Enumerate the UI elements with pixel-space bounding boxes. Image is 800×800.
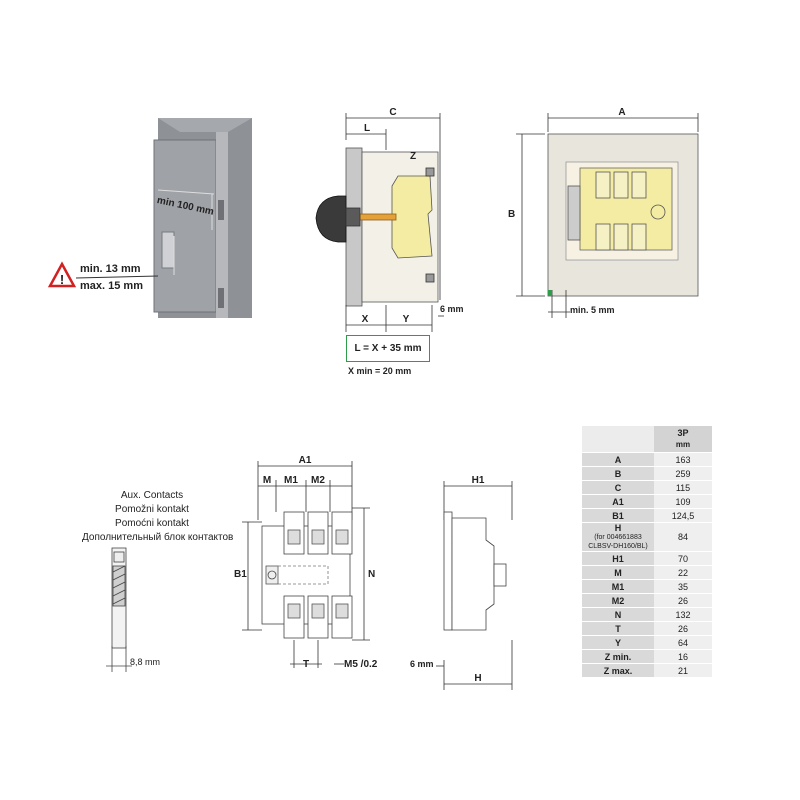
dim-t-label: T xyxy=(302,659,310,670)
green-marker xyxy=(548,290,552,296)
aux-line-2: Pomožni kontakt xyxy=(115,504,189,515)
thickness-min-label: min. 13 mm xyxy=(80,263,141,275)
header-unit: mm xyxy=(675,440,691,449)
switch-side-drawing xyxy=(436,481,513,690)
aux-contact-drawing xyxy=(106,547,132,672)
x-min-label: X min = 20 mm xyxy=(348,366,412,376)
dim-l-label: L xyxy=(363,123,371,134)
row-note: (for 004661883 xyxy=(594,533,642,541)
front-view-drawing xyxy=(516,113,699,318)
svg-text:!: ! xyxy=(60,272,64,287)
thickness-max-label: max. 15 mm xyxy=(80,280,143,292)
formula-box: L = X + 35 mm xyxy=(346,335,430,362)
dim-a1-label: A1 xyxy=(298,455,312,466)
dim-a-label: A xyxy=(618,107,626,118)
door-photo xyxy=(153,118,252,318)
switch-front-drawing xyxy=(242,461,370,668)
row-note-2: CLBSV-DH160/BL) xyxy=(588,542,648,550)
aux-line-3: Pomoćni kontakt xyxy=(115,518,189,529)
dim-h1-label: H1 xyxy=(471,475,485,486)
dim-c-label: C xyxy=(389,107,397,118)
table-row: Z min.16 xyxy=(582,649,712,664)
dim-m2-label: M2 xyxy=(311,475,325,486)
dim-x-label: X xyxy=(361,314,369,325)
switch-6mm-label: 6 mm xyxy=(410,659,434,669)
warning-icon: ! xyxy=(47,261,77,288)
table-row: Z max.21 xyxy=(582,663,712,678)
aux-contacts-caption: Aux. Contacts Pomožni kontakt Pomoćni ko… xyxy=(82,489,234,545)
dim-m5-label: M5 /0.2 xyxy=(344,659,378,670)
dim-m-label: M xyxy=(262,475,272,486)
aux-width-label: 8,8 mm xyxy=(130,657,161,667)
dim-6mm-label: 6 mm xyxy=(440,304,464,314)
side-view-drawing xyxy=(315,113,444,332)
dim-h-label: H xyxy=(474,673,482,684)
min-5mm-label: min. 5 mm xyxy=(570,305,615,315)
aux-line-4: Дополнительный блок контактов xyxy=(82,532,234,543)
dim-b-label: B xyxy=(508,209,516,220)
aux-line-1: Aux. Contacts xyxy=(120,490,184,501)
dim-n-label: N xyxy=(368,569,376,580)
table-header: 3P mm xyxy=(582,426,712,453)
header-value: 3P xyxy=(677,428,689,438)
row-key: H xyxy=(614,522,622,533)
dim-y-label: Y xyxy=(402,314,410,325)
dim-b1-label: B1 xyxy=(234,569,247,580)
dim-z-label: Z xyxy=(409,151,417,162)
dim-m1-label: M1 xyxy=(284,475,298,486)
